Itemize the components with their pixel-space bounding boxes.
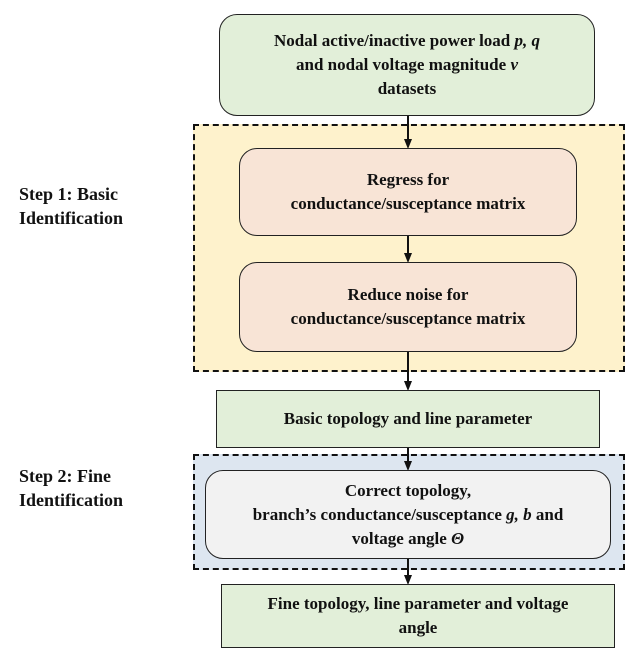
step2-line1: Step 2: Fine xyxy=(19,466,111,486)
basic-topology-box: Basic topology and line parameter xyxy=(216,390,600,448)
correct-line2: branch’s conductance/susceptance g, b an… xyxy=(252,504,564,524)
step1-line2: Identification xyxy=(19,208,124,228)
regress-line1: Regress for xyxy=(366,170,450,189)
reduce-line2: conductance/susceptance matrix xyxy=(290,309,526,328)
fine-line1: Fine topology, line parameter and voltag… xyxy=(267,594,569,613)
reduce-noise-box: Reduce noise for conductance/susceptance… xyxy=(239,262,577,352)
step2-line2: Identification xyxy=(19,490,124,510)
fine-line2: angle xyxy=(398,618,438,637)
pq-var: p, q xyxy=(514,31,541,50)
correct-topology-box: Correct topology, branch’s conductance/s… xyxy=(205,470,611,559)
gb-var: g, b xyxy=(506,504,532,524)
datasets-line2: and nodal voltage magnitude v xyxy=(296,55,518,74)
correct-line3: voltage angle Θ xyxy=(351,528,465,548)
step1-line1: Step 1: Basic xyxy=(19,184,118,204)
datasets-line1: Nodal active/inactive power load p, q xyxy=(274,31,541,50)
reduce-line1: Reduce noise for xyxy=(347,285,469,304)
v-var: v xyxy=(510,55,518,74)
step1-label: Step 1: Basic Identification xyxy=(19,182,123,230)
regress-box: Regress for conductance/susceptance matr… xyxy=(239,148,577,236)
datasets-box: Nodal active/inactive power load p, q an… xyxy=(219,14,595,116)
theta-var: Θ xyxy=(451,528,465,548)
basic-line1: Basic topology and line parameter xyxy=(283,409,533,428)
step2-label: Step 2: Fine Identification xyxy=(19,464,123,512)
regress-line2: conductance/susceptance matrix xyxy=(290,194,526,213)
fine-topology-box: Fine topology, line parameter and voltag… xyxy=(221,584,615,648)
correct-line1: Correct topology, xyxy=(344,480,472,500)
datasets-line3: datasets xyxy=(377,79,437,98)
